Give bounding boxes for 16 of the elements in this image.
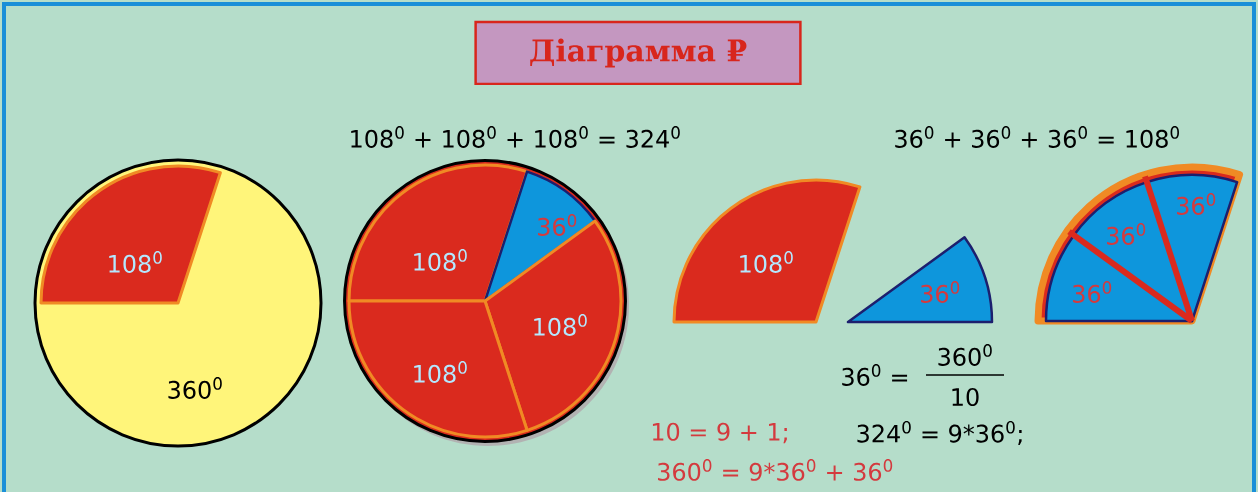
sector: 108$^{0}$: [347, 163, 529, 303]
equation-text: 360$^{0}$ = 9*36$^{0}$ + 36$^{0}$: [658, 459, 893, 481]
equation-text: 360$^{0}$: [938, 344, 992, 366]
equation-text: 36$^{0}$ =: [842, 364, 908, 386]
sector: 36$^{0}$: [1145, 173, 1239, 323]
equation-text: 10 = 9 + 1;: [652, 422, 787, 444]
sector: 108$^{0}$: [347, 299, 529, 439]
equation-text: 10: [952, 387, 979, 407]
equation-text: 36$^{0}$ + 36$^{0}$ + 36$^{0}$ = 108$^{0}$: [895, 126, 1179, 148]
sector: 36$^{0}$: [846, 236, 994, 324]
sector: 36$^{0}$: [483, 170, 597, 303]
equation-text: 324$^{0}$ = 9*36$^{0}$;: [857, 420, 1022, 446]
sector: 108$^{0}$: [672, 178, 862, 324]
title-box: Діаграмма ₽: [474, 20, 802, 86]
sector: 108$^{0}$: [39, 164, 222, 305]
equation-text: 108$^{0}$ + 108$^{0}$ + 108$^{0}$ = 324$^{0}$: [351, 126, 680, 148]
